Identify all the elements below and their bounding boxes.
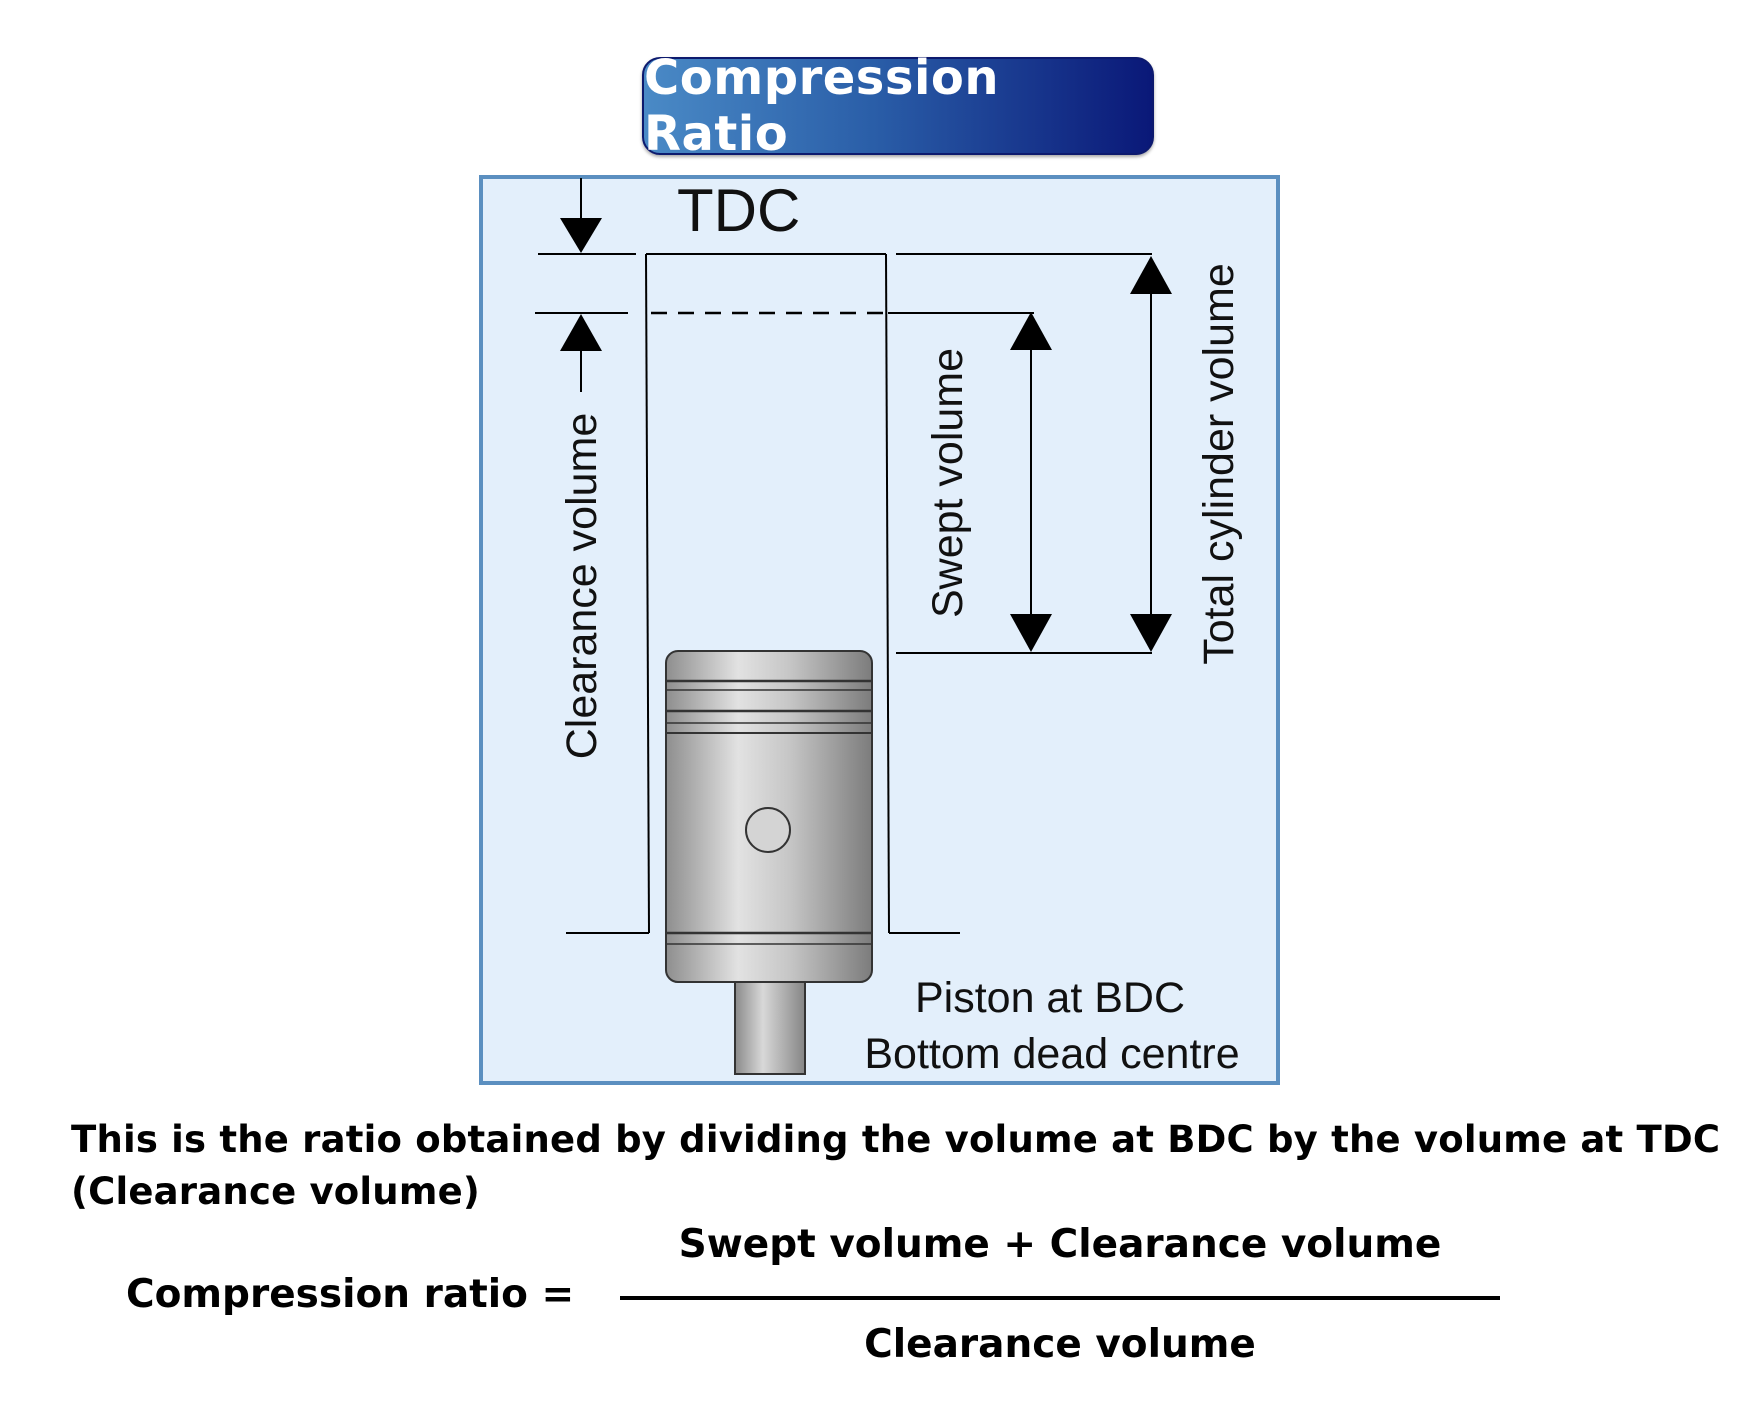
swept-volume-label: Swept volume (924, 348, 972, 618)
tdc-label: TDC (677, 177, 800, 244)
formula-denominator: Clearance volume (864, 1322, 1256, 1367)
title-banner: Compression Ratio (642, 50, 1154, 162)
cylinder-walls (566, 253, 960, 934)
clearance-volume-label: Clearance volume (558, 413, 606, 760)
page-title: Compression Ratio (644, 50, 1000, 162)
formula-numerator: Swept volume + Clearance volume (678, 1222, 1442, 1267)
piston-pin (745, 807, 791, 853)
formula-lhs: Compression ratio = (126, 1272, 575, 1317)
description-text: This is the ratio obtained by dividing t… (71, 1118, 1721, 1213)
bdc-label-line2: Bottom dead centre (864, 1030, 1239, 1078)
tdc-marker (560, 178, 602, 253)
clearance-markers (535, 253, 636, 392)
bdc-label-line1: Piston at BDC (915, 974, 1185, 1022)
piston (665, 650, 873, 1075)
connecting-rod (734, 977, 806, 1075)
swept-volume-dimension (888, 312, 1052, 652)
total-cylinder-volume-label: Total cylinder volume (1195, 263, 1243, 665)
fraction-bar (620, 1296, 1500, 1300)
total-volume-dimension (896, 253, 1172, 654)
